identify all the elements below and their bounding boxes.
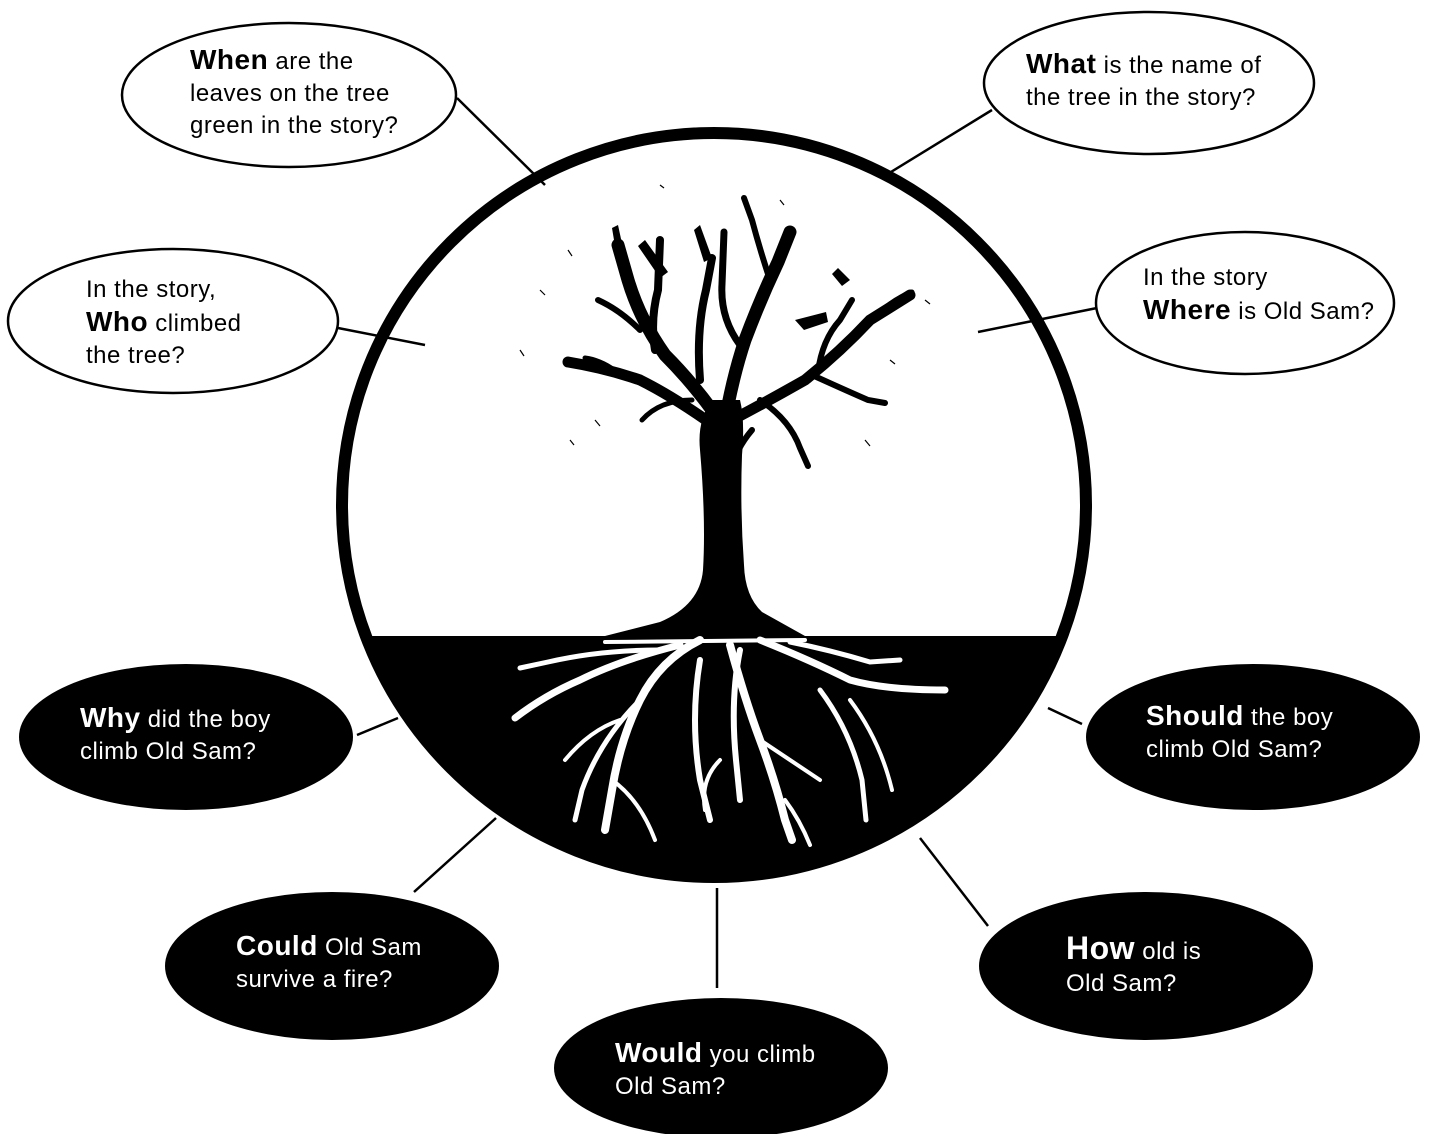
bubble-when: [120, 21, 458, 169]
question-could: Could Old Sam survive a fire?: [236, 930, 422, 993]
connector-should: [1047, 706, 1083, 726]
connector-when: [456, 97, 546, 186]
keyword-why: Why: [80, 702, 141, 733]
ground-area: [342, 636, 1086, 877]
roots-icon: [511, 636, 949, 847]
question-bubbles-dark: [19, 664, 1420, 1134]
keyword-who: Who: [86, 306, 149, 337]
connector-why: [356, 716, 399, 737]
bubble-would: [554, 998, 888, 1134]
keyword-what: What: [1026, 48, 1097, 79]
tree-circle: [336, 127, 1092, 883]
bubble-what: [982, 10, 1316, 156]
keyword-where: Where: [1143, 294, 1232, 325]
tree-icon: [519, 184, 931, 636]
question-when: When are the leaves on the tree green in…: [190, 44, 399, 139]
bubble-should: [1086, 664, 1420, 810]
keyword-should: Should: [1146, 700, 1244, 731]
bubble-where: [1094, 230, 1396, 376]
connector-what: [885, 108, 993, 177]
question-bubbles-light: [6, 10, 1396, 395]
connector-could: [413, 817, 497, 893]
question-should: Should the boy climb Old Sam?: [1146, 700, 1334, 763]
keyword-could: Could: [236, 930, 318, 961]
bubble-why: [19, 664, 353, 810]
keyword-how: How: [1066, 930, 1136, 966]
question-who: In the story, Who climbed the tree?: [86, 276, 242, 369]
question-where: In the story Where is Old Sam?: [1143, 264, 1375, 325]
keyword-would: Would: [615, 1037, 703, 1068]
question-what: What is the name of the tree in the stor…: [1026, 48, 1262, 111]
keyword-when: When: [190, 44, 269, 75]
question-why: Why did the boy climb Old Sam?: [80, 702, 271, 765]
bubble-how: [979, 892, 1313, 1040]
question-how: How old is Old Sam?: [1066, 930, 1202, 997]
connector-how: [919, 837, 989, 927]
connector-lines: [337, 97, 1098, 988]
bubble-could: [165, 892, 499, 1040]
question-would: Would you climb Old Sam?: [615, 1037, 816, 1100]
bubble-who: [6, 247, 340, 395]
